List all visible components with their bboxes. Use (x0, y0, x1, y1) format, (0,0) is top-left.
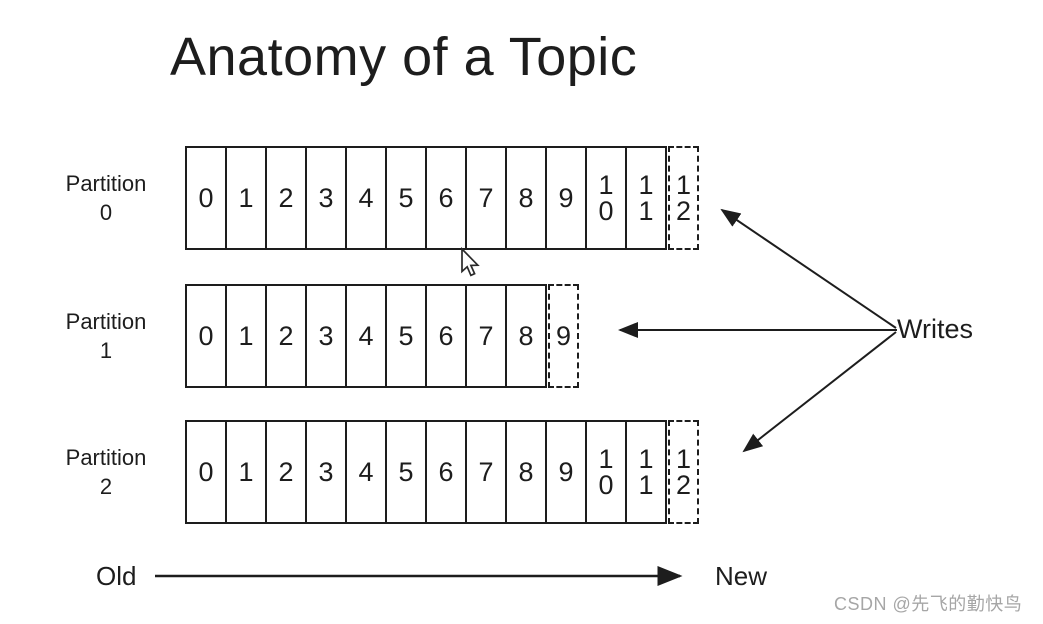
segment-cell: 1 (227, 148, 267, 248)
segment-cell: 9 (547, 422, 587, 522)
segment-cell: 9 (547, 148, 587, 248)
segment-cell: 4 (347, 422, 387, 522)
partition-label-line2: 0 (99, 200, 113, 225)
segment-cell: 6 (427, 148, 467, 248)
segment-cell: 0 (187, 422, 227, 522)
diagram-title: Anatomy of a Topic (170, 27, 638, 87)
segment-cell: 7 (467, 422, 507, 522)
segment-cell: 6 (427, 286, 467, 386)
writes-label: Writes (897, 314, 974, 344)
segment-cell: 3 (307, 422, 347, 522)
segment-cell: 4 (347, 286, 387, 386)
segment-cell: 0 (187, 148, 227, 248)
segment-cell: 3 (307, 148, 347, 248)
segment-cell: 7 (467, 148, 507, 248)
segment-cell: 6 (427, 422, 467, 522)
new-label: New (715, 561, 768, 591)
partition-label-line1: Partition (65, 445, 147, 470)
segment-cell: 7 (467, 286, 507, 386)
writes-arrow-partition2 (742, 331, 897, 453)
mouse-cursor-icon (461, 246, 480, 277)
segment-cell: 8 (507, 422, 547, 522)
partition-0-label: Partition 0 (30, 169, 182, 227)
segment-cell: 3 (307, 286, 347, 386)
partition-label-line2: 1 (99, 338, 113, 363)
segment-cell: 1 (227, 286, 267, 386)
segment-cell: 2 (267, 422, 307, 522)
old-label: Old (96, 561, 137, 591)
segment-cell: 2 (267, 286, 307, 386)
segment-cell: 8 (518, 321, 534, 351)
partition-1-label: Partition 1 (30, 307, 182, 365)
partition-label-line1: Partition (65, 309, 147, 334)
watermark: CSDN @先飞的勤快鸟 (834, 594, 1023, 614)
segment-cell: 2 (267, 148, 307, 248)
segment-cell: 5 (387, 148, 427, 248)
segment-cell: 8 (507, 148, 547, 248)
partition-label-line1: Partition (65, 171, 147, 196)
segment-cell: 4 (347, 148, 387, 248)
writes-arrow-partition0 (720, 208, 897, 329)
segment-cell: 1 (227, 422, 267, 522)
segment-cell: 5 (387, 286, 427, 386)
segment-cell: 0 (187, 286, 227, 386)
partition-2-label: Partition 2 (30, 443, 182, 501)
partition-label-line2: 2 (99, 474, 113, 499)
pending-segment-cell: 9 (548, 284, 579, 388)
segment-cell: 5 (387, 422, 427, 522)
